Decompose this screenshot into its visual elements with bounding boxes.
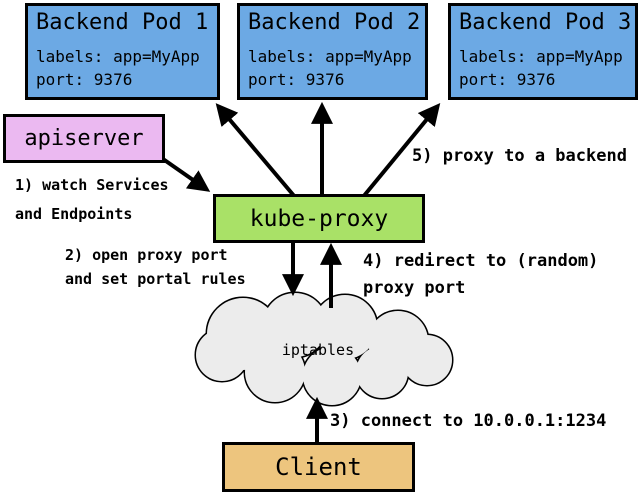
backend-pod-1-labels: labels: app=MyApp — [36, 47, 200, 66]
annotation-step2-open-proxy-port: 2) open proxy port and set portal rules — [65, 243, 246, 291]
annotation-step4-line2: proxy port — [363, 278, 466, 298]
backend-pod-3-node: Backend Pod 3 labels: app=MyApp port: 93… — [448, 3, 638, 100]
backend-pod-1-node: Backend Pod 1 labels: app=MyApp port: 93… — [25, 3, 220, 100]
arrow-proxy-to-backend-1 — [215, 103, 297, 199]
client-label: Client — [275, 453, 362, 481]
annotation-step2-line2: and set portal rules — [65, 270, 246, 288]
iptables-cloud-label: iptables — [281, 341, 355, 359]
client-node: Client — [222, 442, 415, 492]
backend-pod-2-title: Backend Pod 2 — [248, 10, 421, 35]
annotation-step2-line1: 2) open proxy port — [65, 246, 228, 264]
kube-proxy-label: kube-proxy — [249, 205, 389, 232]
apiserver-label: apiserver — [24, 126, 144, 151]
apiserver-node: apiserver — [3, 114, 165, 163]
backend-pod-2-port: port: 9376 — [248, 70, 345, 89]
annotation-step1-line2: and Endpoints — [15, 205, 133, 223]
annotation-step4-redirect: 4) redirect to (random) proxy port — [363, 248, 598, 302]
arrow-step1-watch — [161, 157, 211, 192]
kube-proxy-node: kube-proxy — [213, 194, 425, 243]
arrow-proxy-to-backend-3 — [361, 103, 441, 199]
backend-pod-1-port: port: 9376 — [36, 70, 133, 89]
backend-pod-3-labels: labels: app=MyApp — [459, 47, 623, 66]
iptables-cloud — [194, 291, 454, 407]
annotation-step1-watch-services: 1) watch Services and Endpoints — [15, 171, 169, 229]
backend-pod-1-title: Backend Pod 1 — [36, 10, 209, 35]
annotation-step1-line1: 1) watch Services — [15, 176, 169, 194]
annotation-step5-proxy-backend: 5) proxy to a backend — [412, 146, 627, 166]
backend-pod-2-labels: labels: app=MyApp — [248, 47, 412, 66]
backend-pod-3-title: Backend Pod 3 — [459, 10, 632, 35]
backend-pod-3-port: port: 9376 — [459, 70, 556, 89]
backend-pod-2-node: Backend Pod 2 labels: app=MyApp port: 93… — [237, 3, 428, 100]
annotation-step3-connect: 3) connect to 10.0.0.1:1234 — [330, 411, 607, 431]
annotation-step4-line1: 4) redirect to (random) — [363, 251, 599, 271]
